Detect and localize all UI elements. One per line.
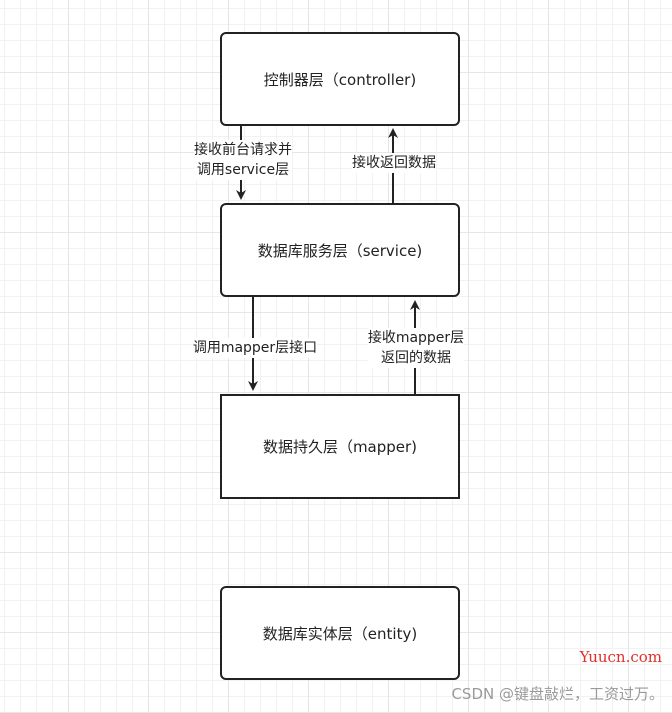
mapper-layer-node: 数据持久层（mapper)	[220, 394, 460, 499]
edge-label-line: 调用mapper层接口	[192, 340, 318, 356]
csdn-watermark: CSDN @键盘敲烂，工资过万。	[451, 685, 664, 703]
service-layer-label: 数据库服务层（service)	[257, 241, 423, 260]
edge-label-line: 返回的数据	[380, 350, 451, 366]
edge-label-return-data: 接收返回数据	[352, 153, 436, 173]
edge-label-line: 调用service层	[196, 162, 290, 178]
edge-label-line: 接收前台请求并	[194, 142, 292, 158]
controller-layer-label: 控制器层（controller)	[263, 70, 417, 89]
edge-label-call-mapper: 调用mapper层接口	[192, 338, 318, 358]
edge-label-line: 接收mapper层	[367, 330, 465, 346]
edge-label-line: 接收返回数据	[352, 155, 436, 171]
edge-label-request-service: 接收前台请求并 调用service层	[194, 140, 292, 180]
site-watermark: Yuucn.com	[579, 648, 662, 666]
mapper-layer-label: 数据持久层（mapper)	[262, 438, 418, 456]
entity-layer-node: 数据库实体层（entity)	[220, 586, 460, 680]
edge-label-mapper-return: 接收mapper层 返回的数据	[367, 328, 465, 368]
controller-layer-node: 控制器层（controller)	[220, 32, 460, 126]
service-layer-node: 数据库服务层（service)	[220, 203, 460, 297]
entity-layer-label: 数据库实体层（entity)	[262, 624, 418, 643]
